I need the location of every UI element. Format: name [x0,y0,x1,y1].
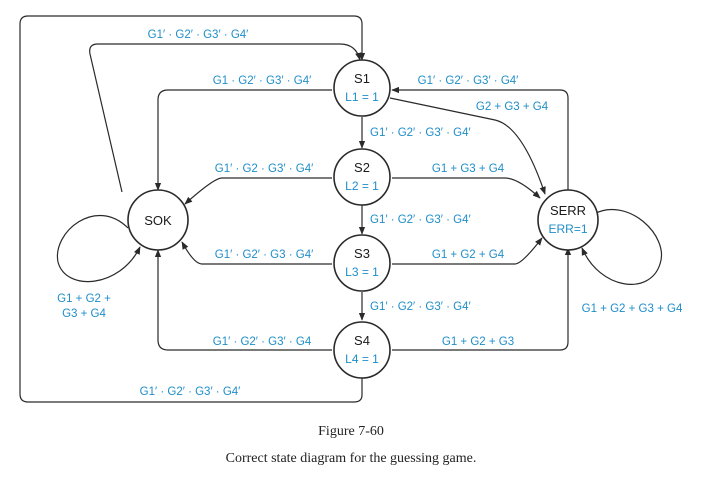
edge-s3-to-serr [392,237,543,265]
label-serr-to-s1: G1′ · G2′ · G3′ · G4′ [418,75,519,87]
label-s1-to-serr: G2 + G3 + G4 [476,101,549,113]
edge-serr-to-s1 [391,86,569,192]
state-s2-name: S2 [354,160,370,175]
label-sok-self-loop-line1: G1 + G2 + [57,293,111,305]
state-serr-output: ERR=1 [548,222,587,236]
label-s4-to-s1: G1′ · G2′ · G3′ · G4′ [140,386,241,398]
label-s4-to-serr: G1 + G2 + G3 [442,336,514,348]
state-sok: SOK [127,189,189,251]
figure-caption: Correct state diagram for the guessing g… [225,451,477,466]
edge-serr-self-loop [581,208,663,285]
state-s1-name: S1 [354,71,370,86]
label-s3-to-s4: G1′ · G2′ · G3′ · G4′ [370,301,471,313]
label-sok-self-loop-line2: G3 + G4 [62,308,106,320]
edge-s1-to-sok [154,89,332,191]
edge-sok-self-loop [56,214,141,283]
state-s2-output: L2 = 1 [345,179,379,193]
state-serr: SERR ERR=1 [537,189,599,251]
state-s4-output: L4 = 1 [345,352,379,366]
edge-sok-to-s1 [89,43,362,193]
edge-s4-to-sok [154,249,332,351]
state-s3-output: L3 = 1 [345,265,379,279]
label-s2-to-serr: G1 + G3 + G4 [432,163,505,175]
edge-s4-to-serr [392,247,572,351]
label-s3-to-sok: G1′ · G2′ · G3 · G4′ [215,249,314,261]
label-serr-self-loop: G1 + G2 + G3 + G4 [582,303,683,315]
state-s3-name: S3 [354,246,370,261]
label-s4-to-sok: G1′ · G2′ · G3′ · G4 [213,336,312,348]
label-s2-to-s3: G1′ · G2′ · G3′ · G4′ [370,214,471,226]
label-s1-to-sok: G1 · G2′ · G3′ · G4′ [213,75,312,87]
state-s4-name: S4 [354,333,370,348]
state-s3: S3 L3 = 1 [333,234,391,292]
state-serr-name: SERR [550,203,586,218]
edge-s2-to-sok [184,177,332,205]
state-s1-output: L1 = 1 [345,90,379,104]
state-s1: S1 L1 = 1 [333,59,391,117]
edge-s2-to-serr [392,177,541,199]
label-s1-to-s2: G1′ · G2′ · G3′ · G4′ [370,127,471,139]
state-s4: S4 L4 = 1 [333,321,391,379]
state-sok-name: SOK [144,213,172,228]
edge-s3-to-sok [181,241,332,265]
edge-s1-to-serr [389,97,546,195]
label-s2-to-sok: G1′ · G2 · G3′ · G4′ [215,163,314,175]
figure-number: Figure 7-60 [318,424,384,439]
label-sok-to-s1: G1′ · G2′ · G3′ · G4′ [148,29,249,41]
state-s2: S2 L2 = 1 [333,148,391,206]
label-s3-to-serr: G1 + G2 + G4 [432,249,505,261]
edge-s4-to-s1 [19,15,366,403]
